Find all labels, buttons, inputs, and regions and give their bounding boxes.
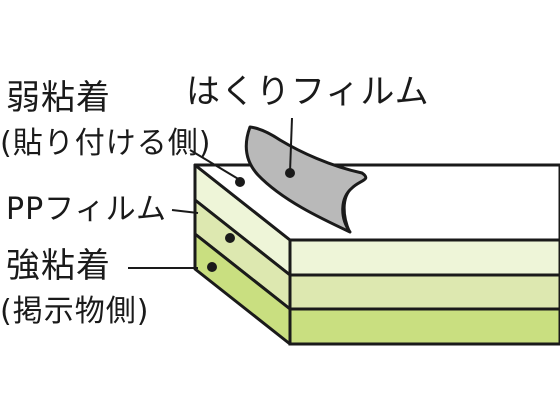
strong-adhesive-layer-side (193, 232, 292, 346)
pp-film-layer-front (288, 273, 560, 311)
strong-adhesive-label: 強粘着 (6, 246, 111, 286)
weak-adhesive-label: 弱粘着 (6, 78, 111, 118)
release-film-leader (289, 117, 293, 173)
strong-adhesive-layer-front (288, 307, 560, 346)
strong-adhesive-side-label: (掲示物側) (0, 294, 150, 329)
pp-film-dot (225, 233, 235, 243)
pp-film-leader (171, 209, 199, 214)
release-film-label: はくりフィルム (186, 72, 430, 112)
release-film-curl-edge (343, 187, 353, 233)
release-film-dot (285, 168, 295, 178)
weak-adhesive-dot (235, 177, 245, 187)
pp-film-label: PPフィルム (6, 192, 167, 227)
weak-adhesive-side-label: (貼り付ける側) (0, 126, 212, 161)
strong-adhesive-dot (207, 262, 217, 272)
weak-adhesive-layer-front (288, 238, 560, 277)
weak-adhesive-leader (189, 149, 241, 181)
